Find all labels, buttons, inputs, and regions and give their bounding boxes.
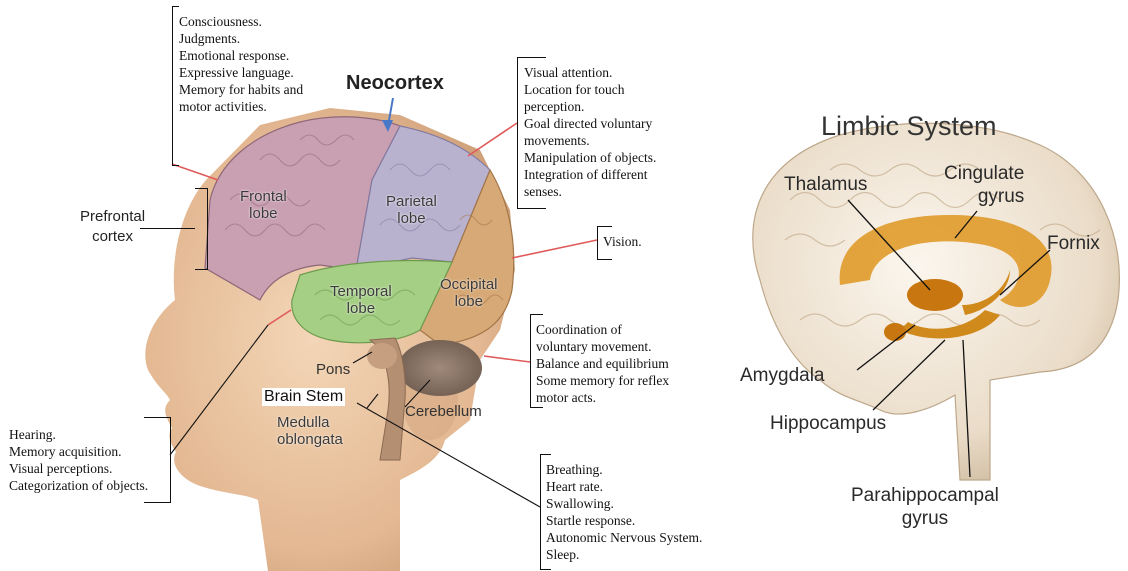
note-line: Emotional response. bbox=[179, 47, 303, 64]
note-line: Manipulation of objects. bbox=[524, 149, 656, 166]
note-line: Categorization of objects. bbox=[9, 477, 148, 494]
brain-stem-label: Brain Stem bbox=[262, 388, 345, 406]
parahippocampal-gyrus-label: Parahippocampal gyrus bbox=[851, 484, 999, 530]
note-line: Location for touch bbox=[524, 81, 656, 98]
neocortex-label: Neocortex bbox=[346, 72, 444, 95]
lobe-label-line: Occipital bbox=[440, 276, 498, 293]
lobe-label-line: Temporal bbox=[330, 283, 392, 300]
cerebellum-label: Cerebellum bbox=[405, 403, 482, 420]
temporal-lobe-label: Temporal lobe bbox=[330, 283, 392, 317]
note-line: Visual perceptions. bbox=[9, 460, 148, 477]
pons-shape bbox=[367, 343, 397, 369]
medulla-label-line: Medulla bbox=[277, 414, 343, 431]
pons-label: Pons bbox=[316, 361, 350, 378]
occipital-lobe-label: Occipital lobe bbox=[440, 276, 498, 310]
frontal-notes: Consciousness. Judgments. Emotional resp… bbox=[179, 13, 303, 115]
lobe-label-line: lobe bbox=[240, 205, 287, 222]
note-line: perception. bbox=[524, 98, 656, 115]
note-line: Visual attention. bbox=[524, 64, 656, 81]
note-line: Sleep. bbox=[546, 546, 702, 563]
lobe-label-line: lobe bbox=[440, 293, 498, 310]
parahippocampal-label-line: gyrus bbox=[851, 507, 999, 530]
note-line: Consciousness. bbox=[179, 13, 303, 30]
cingulate-label-line: Cingulate bbox=[944, 162, 1024, 185]
note-line: Memory acquisition. bbox=[9, 443, 148, 460]
note-line: Breathing. bbox=[546, 461, 702, 478]
hippocampus-label: Hippocampus bbox=[770, 412, 886, 435]
note-line: voluntary movement. bbox=[536, 338, 669, 355]
prefrontal-label-line: cortex bbox=[80, 227, 145, 247]
note-line: Balance and equilibrium bbox=[536, 355, 669, 372]
note-line: Swallowing. bbox=[546, 495, 702, 512]
prefrontal-connector bbox=[140, 228, 195, 229]
note-line: Judgments. bbox=[179, 30, 303, 47]
note-line: Autonomic Nervous System. bbox=[546, 529, 702, 546]
thalamus-label: Thalamus bbox=[784, 173, 867, 196]
note-line: Goal directed voluntary bbox=[524, 115, 656, 132]
lobe-label-line: lobe bbox=[330, 300, 392, 317]
note-line: Vision. bbox=[603, 233, 642, 250]
frontal-lobe-label: Frontal lobe bbox=[240, 188, 287, 222]
cerebellum-notes: Coordination of voluntary movement. Bala… bbox=[536, 321, 669, 406]
note-line: Integration of different bbox=[524, 166, 656, 183]
lobe-label-line: lobe bbox=[386, 210, 437, 227]
prefrontal-label-line: Prefrontal bbox=[80, 207, 145, 227]
note-line: Memory for habits and bbox=[179, 81, 303, 98]
note-line: senses. bbox=[524, 183, 656, 200]
cingulate-label-line: gyrus bbox=[944, 185, 1024, 208]
amygdala-label: Amygdala bbox=[740, 364, 825, 387]
note-line: motor acts. bbox=[536, 389, 669, 406]
note-line: Startle response. bbox=[546, 512, 702, 529]
lobe-label-line: Frontal bbox=[240, 188, 287, 205]
parahippocampal-label-line: Parahippocampal bbox=[851, 484, 999, 507]
thalamus-shape bbox=[907, 279, 963, 311]
parietal-notes: Visual attention. Location for touch per… bbox=[524, 64, 656, 200]
temporal-notes: Hearing. Memory acquisition. Visual perc… bbox=[9, 426, 148, 494]
frontal-notes-bracket bbox=[172, 6, 179, 166]
cingulate-gyrus-label: Cingulate gyrus bbox=[944, 162, 1024, 208]
prefrontal-bracket bbox=[195, 188, 208, 270]
cerebellum-shape bbox=[398, 340, 482, 396]
limbic-system-title: Limbic System bbox=[821, 111, 997, 142]
medulla-label: Medulla oblongata bbox=[277, 414, 343, 448]
note-line: Hearing. bbox=[9, 426, 148, 443]
fornix-label: Fornix bbox=[1047, 232, 1100, 255]
note-line: motor activities. bbox=[179, 98, 303, 115]
amygdala-shape bbox=[884, 323, 906, 341]
temporal-notes-bracket bbox=[144, 417, 171, 503]
note-line: Expressive language. bbox=[179, 64, 303, 81]
lobe-label-line: Parietal bbox=[386, 193, 437, 210]
parietal-lobe-label: Parietal lobe bbox=[386, 193, 437, 227]
note-line: Some memory for reflex bbox=[536, 372, 669, 389]
brainstem-notes: Breathing. Heart rate. Swallowing. Start… bbox=[546, 461, 702, 563]
prefrontal-cortex-label: Prefrontal cortex bbox=[80, 207, 145, 247]
medulla-label-line: oblongata bbox=[277, 431, 343, 448]
note-line: Heart rate. bbox=[546, 478, 702, 495]
occipital-notes: Vision. bbox=[603, 233, 642, 250]
note-line: Coordination of bbox=[536, 321, 669, 338]
note-line: movements. bbox=[524, 132, 656, 149]
